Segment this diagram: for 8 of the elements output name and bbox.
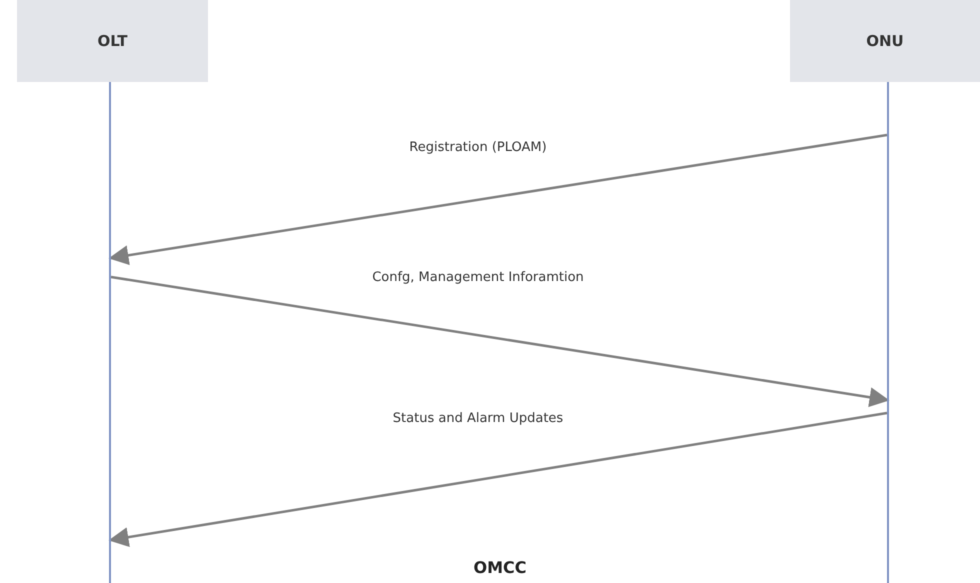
channel-label: OMCC (474, 558, 526, 577)
participant-box: OLT (17, 0, 208, 82)
message-arrow (108, 412, 888, 548)
lifeline (109, 82, 111, 583)
lifeline (887, 82, 889, 583)
message-arrow (108, 134, 888, 266)
participant-box: ONU (790, 0, 980, 82)
message-arrow (110, 276, 890, 408)
